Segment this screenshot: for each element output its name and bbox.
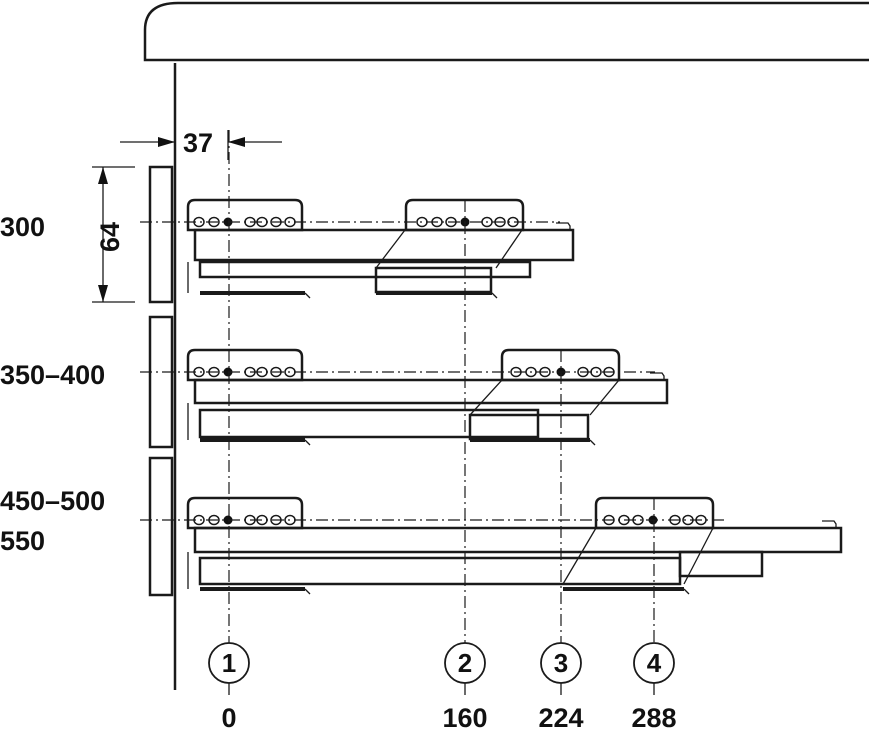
position-value-2: 160 [442, 703, 487, 730]
length-label-350-400: 350–400 [0, 360, 105, 390]
svg-text:2: 2 [458, 648, 472, 678]
position-value-3: 224 [538, 703, 583, 730]
cabinet-top [143, 1, 869, 62]
position-marker-1: 1 [208, 642, 250, 695]
runner-300 [186, 198, 575, 299]
position-value-1: 0 [221, 703, 236, 730]
position-value-4: 288 [631, 703, 676, 730]
length-label-300: 300 [0, 212, 45, 242]
position-marker-3: 3 [540, 642, 582, 695]
dimension-37-label: 37 [183, 128, 213, 158]
dimension-64-label: 64 [95, 222, 125, 252]
length-label-450-500: 450–500 [0, 486, 105, 516]
front-panel-2 [148, 315, 174, 449]
position-marker-4: 4 [633, 642, 675, 695]
length-label-550: 550 [0, 526, 45, 556]
svg-text:4: 4 [647, 648, 662, 678]
dimension-37 [120, 130, 282, 160]
runner-350-400 [186, 348, 669, 446]
runner-450-550 [186, 496, 843, 595]
svg-text:3: 3 [554, 648, 568, 678]
front-panel-1 [148, 165, 174, 304]
front-panel-3 [148, 456, 174, 597]
position-marker-2: 2 [444, 642, 486, 695]
svg-text:1: 1 [222, 648, 236, 678]
dimension-64 [92, 166, 135, 303]
